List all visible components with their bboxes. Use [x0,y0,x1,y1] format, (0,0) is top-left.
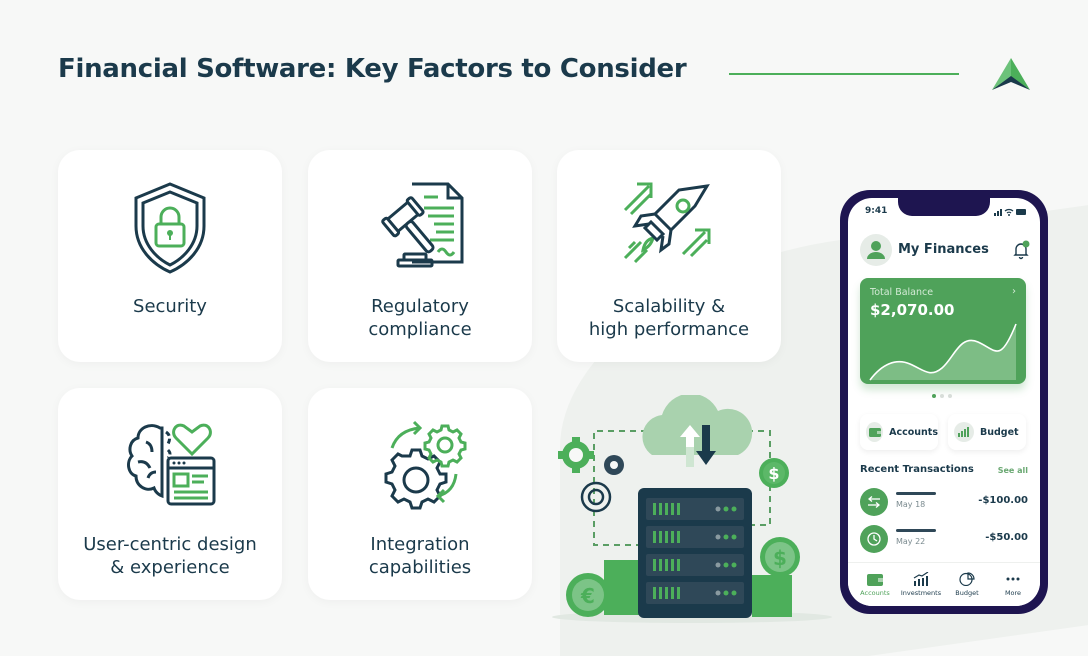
tab-label: More [1004,589,1022,597]
phone-mockup: 9:41 My Finances Total Balance › $2,070.… [840,190,1048,614]
carousel-dot[interactable] [932,394,936,398]
tab-investments[interactable]: Investments [899,572,943,597]
status-time: 9:41 [865,206,888,216]
transaction-amount: -$50.00 [985,532,1028,543]
cloud-server-illustration: $ $ € [552,395,832,623]
bottom-tab-bar: Accounts Investments Budget More [848,562,1040,606]
factor-card-security: Security [58,150,282,362]
see-all-link[interactable]: See all [997,466,1028,475]
svg-text:$: $ [768,464,779,483]
factor-label-line-1: Regulatory [371,296,469,317]
avatar[interactable] [860,234,892,266]
user-icon [867,241,885,259]
tab-accounts[interactable]: Accounts [853,572,897,597]
quick-action-accounts[interactable]: Accounts [860,414,938,450]
factor-card-integration: Integration capabilities [308,388,532,600]
factor-label-line-1: Integration [370,534,470,555]
svg-text:€: € [580,584,595,608]
quick-action-budget[interactable]: Budget [948,414,1026,450]
more-dots-icon [1006,577,1020,581]
tab-more[interactable]: More [991,572,1035,597]
transfer-arrows-icon [860,488,888,516]
page-title: Financial Software: Key Factors to Consi… [58,54,687,84]
carousel-dot[interactable] [940,394,944,398]
chevron-right-icon[interactable]: › [1012,286,1016,297]
factor-label-line-2: capabilities [368,557,472,578]
quick-action-label: Accounts [889,426,938,438]
phone-screen: 9:41 My Finances Total Balance › $2,070.… [848,198,1040,606]
bell-icon[interactable] [1012,240,1030,260]
svg-text:$: $ [773,546,787,570]
balance-value: $2,070.00 [870,301,955,319]
status-icons [994,208,1026,216]
factor-label-line-1: Scalability & [612,296,726,317]
recent-transactions-title: Recent Transactions [860,464,974,475]
wallet-icon [867,574,883,586]
tab-budget[interactable]: Budget [945,572,989,597]
tab-label: Accounts [860,589,890,597]
total-balance-card[interactable]: Total Balance › $2,070.00 [860,278,1026,384]
factor-label-line-2: & experience [110,557,230,578]
title-divider [729,73,959,75]
rocket-icon [623,182,711,264]
factor-label: Security [133,296,207,317]
factor-label-line-2: high performance [588,319,750,340]
bar-chart-icon [954,422,974,442]
factor-card-user-centric-design: User-centric design & experience [58,388,282,600]
transaction-row[interactable]: May 22 -$50.00 [860,525,1028,553]
gear-icon [558,437,594,473]
transaction-row[interactable]: May 18 -$100.00 [860,488,1028,516]
tab-label: Investments [900,589,942,597]
pie-chart-icon [959,572,975,586]
transaction-amount: -$100.00 [978,495,1028,506]
factor-card-regulatory-compliance: Regulatory compliance [308,150,532,362]
transaction-name-placeholder [896,492,936,495]
gavel-document-icon [381,182,464,268]
transaction-date: May 18 [896,500,926,509]
shield-lock-icon [134,182,206,274]
carousel-dot[interactable] [948,394,952,398]
tab-label: Budget [955,589,979,597]
transaction-date: May 22 [896,537,926,546]
clock-icon [860,525,888,553]
factor-label-line-1: User-centric design [83,534,257,555]
factor-card-scalability: Scalability & high performance [557,150,781,362]
quick-action-label: Budget [980,426,1019,438]
brain-heart-browser-icon [127,423,216,506]
transaction-name-placeholder [896,529,936,532]
balance-label: Total Balance [870,287,934,298]
gears-sync-icon [384,420,467,510]
arrow-up-triangle-logo-icon [992,58,1030,90]
carousel-dots [932,394,952,398]
phone-notch [898,198,990,216]
investments-chart-icon [913,572,929,586]
app-title: My Finances [898,242,989,257]
wallet-icon [866,422,884,442]
balance-area-chart [869,323,1017,381]
factor-label-line-2: compliance [368,319,472,340]
